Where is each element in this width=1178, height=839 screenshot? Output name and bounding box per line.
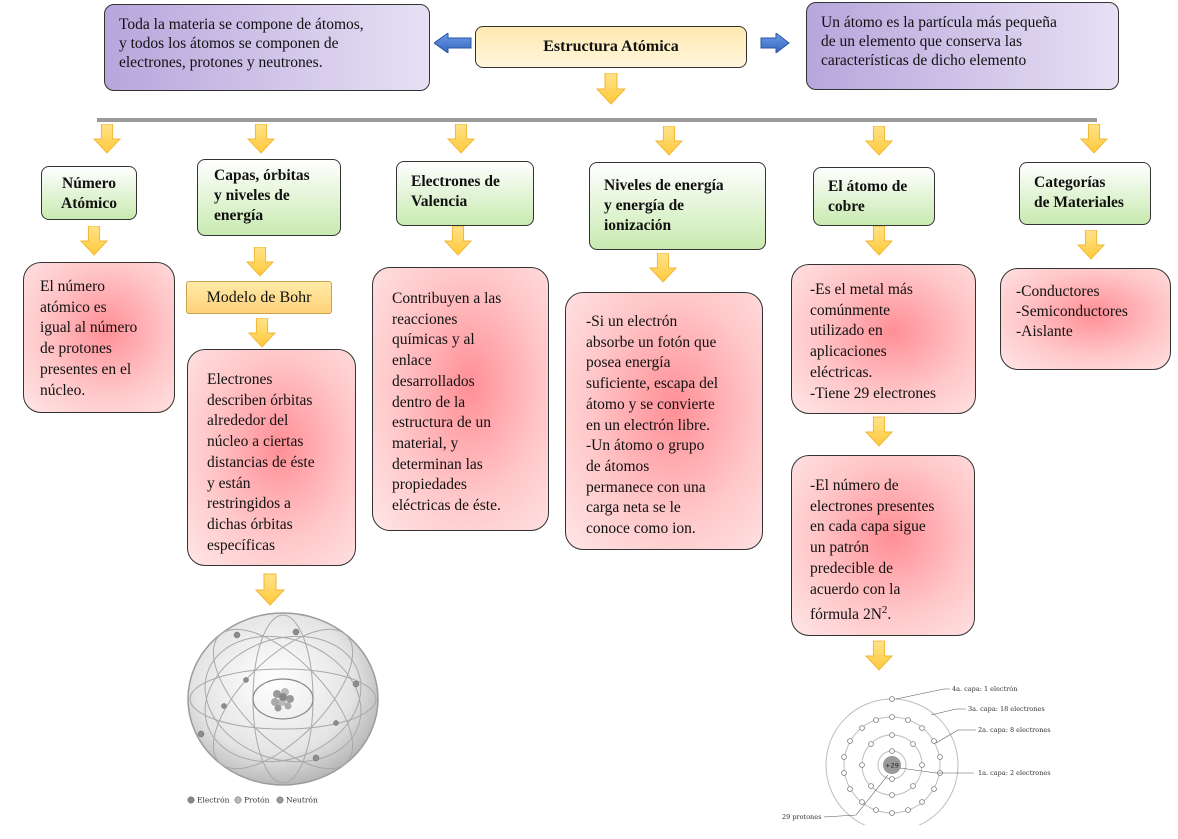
copper-atom-illustration: +29 4a. capa: 1 electrón 3a. capa: 18 el… — [782, 685, 1051, 825]
copper-shell4-label: 4a. capa: 1 electrón — [952, 685, 1017, 693]
body-numero-atomico: El número atómico es igual al número de … — [23, 262, 175, 413]
copper-shell3-label: 3a. capa: 18 electrones — [968, 705, 1045, 713]
left-arrow-icon — [434, 33, 472, 53]
down-arrow-icon — [447, 124, 475, 154]
down-arrow-icon — [1077, 230, 1105, 260]
body-categorias: -Conductores -Semiconductores -Aislante — [1000, 268, 1171, 370]
body-niveles: -Si un electrón absorbe un fotón que pos… — [565, 292, 763, 550]
down-arrow-icon — [80, 226, 108, 256]
down-arrow-icon — [865, 226, 893, 256]
header-niveles: Niveles de energía y energía de ionizaci… — [589, 162, 766, 250]
branch-line — [97, 118, 1097, 122]
header-valencia: Electrones de Valencia — [396, 161, 534, 226]
copper-shell2-label: 2a. capa: 8 electrones — [978, 726, 1051, 734]
down-arrow-icon — [248, 318, 276, 348]
down-arrow-icon — [255, 573, 285, 607]
down-arrow-icon — [596, 73, 626, 105]
body-valencia: Contribuyen a las reacciones químicas y … — [372, 267, 549, 531]
down-arrow-icon — [444, 226, 472, 256]
down-arrow-icon — [655, 126, 683, 156]
body-capas: Electrones describen órbitas alrededor d… — [187, 349, 356, 566]
right-arrow-icon — [760, 33, 790, 53]
down-arrow-icon — [246, 247, 274, 277]
intro-left-box: Toda la materia se compone de átomos, y … — [104, 4, 430, 91]
header-numero-atomico: Número Atómico — [41, 166, 137, 220]
main-title-box: Estructura Atómica — [475, 26, 747, 68]
copper-shell1-label: 1a. capa: 2 electrones — [978, 769, 1051, 777]
cobre-formula-exponent: 2 — [881, 604, 888, 617]
down-arrow-icon — [1080, 124, 1108, 154]
cobre-formula-text: -El número de electrones presentes en ca… — [810, 477, 935, 624]
down-arrow-icon — [649, 253, 677, 283]
legend-proton: Protón — [244, 796, 270, 805]
legend-electron: Electrón — [197, 796, 230, 805]
header-categorias: Categorías de Materiales — [1019, 162, 1151, 225]
modelo-bohr-box: Modelo de Bohr — [186, 281, 332, 314]
down-arrow-icon — [247, 124, 275, 154]
cobre-formula-end: . — [887, 606, 892, 624]
intro-right-box: Un átomo es la partícula más pequeña de … — [806, 2, 1119, 90]
body-cobre-1: -Es el metal más comúnmente utilizado en… — [791, 264, 976, 414]
modelo-bohr-label: Modelo de Bohr — [206, 288, 312, 306]
down-arrow-icon — [865, 640, 893, 672]
atom-legend: Electrón Protón Neutrón — [187, 796, 318, 805]
down-arrow-icon — [865, 126, 893, 156]
copper-nucleus-label: +29 — [885, 762, 899, 770]
body-cobre-2: -El número de electrones presentes en ca… — [791, 455, 975, 636]
header-cobre: El átomo de cobre — [813, 167, 935, 226]
down-arrow-icon — [93, 124, 121, 154]
legend-neutron: Neutrón — [286, 796, 318, 805]
page-title: Estructura Atómica — [543, 38, 679, 55]
header-capas: Capas, órbitas y niveles de energía — [197, 159, 341, 236]
bohr-atom-illustration: Electrón Protón Neutrón — [187, 612, 379, 805]
copper-protons-label: 29 protones — [782, 813, 821, 821]
down-arrow-icon — [865, 416, 893, 448]
